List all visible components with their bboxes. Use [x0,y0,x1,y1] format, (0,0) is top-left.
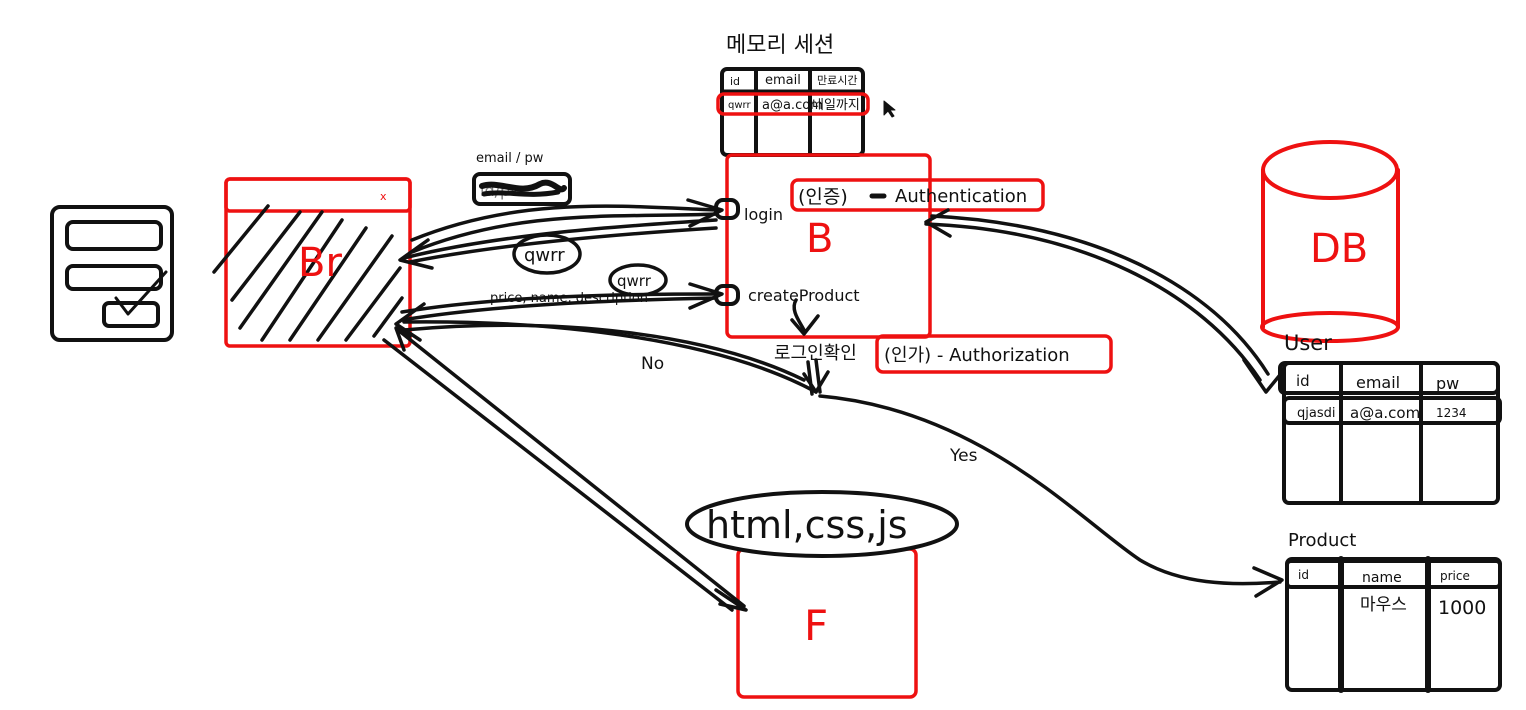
login-endpoint: login [744,205,783,224]
arrow-browser-to-create [400,282,724,322]
token-text-2: qwrr [617,272,652,290]
product-header-price: price [1440,569,1470,583]
authentication-korean: (인증) [798,186,848,208]
product-cell-name: 마우스 [1360,595,1407,615]
session-header-expiry: 만료시간 [817,74,857,87]
login-check-label: 로그인확인 [774,343,857,364]
frontend-box [685,490,959,699]
login-request-label: email / pw [476,151,544,166]
backend-box [714,153,1045,339]
user-header-pw: pw [1436,374,1459,393]
yes-label: Yes [949,446,978,466]
product-request-label: price, name, description [490,291,648,306]
product-cell-price: 1000 [1438,597,1486,619]
backend-label: B [806,216,833,262]
frontend-label: F [804,601,828,650]
browser-window [212,177,412,348]
product-table [1285,556,1502,693]
arrow-login-to-browser [398,218,718,270]
user-header-email: email [1356,373,1400,392]
arrow-backend-user [924,208,1286,394]
cursor-icon [883,100,896,118]
user-cell-id: qjasdi [1297,406,1335,421]
login-form-sketch [50,205,174,342]
browser-label: Br [298,240,342,286]
authorization-label: (인가) - Authorization [884,345,1070,366]
hatch-shading [212,204,404,342]
user-cell-pw: 1234 [1436,406,1467,420]
browser-close: x [380,190,387,203]
session-cell-id: qwrr [728,100,751,111]
arrow-browser-frontend [382,326,748,612]
user-table [1278,361,1502,505]
session-header-email: email [765,73,801,88]
authentication-english: Authentication [895,186,1027,207]
session-cell-email: a@a.com [762,98,823,113]
db-cylinder [1260,140,1400,343]
arrow-yes-to-product [818,394,1284,598]
user-header-id: id [1296,372,1310,390]
arrow-browser-to-login [410,198,724,254]
credentials-scribble: id/pw [480,181,523,200]
user-table-title: User [1284,331,1332,355]
product-header-name: name [1362,570,1402,586]
no-label: No [641,354,664,374]
db-label: DB [1310,226,1368,272]
session-header-id: id [730,75,740,88]
create-product-endpoint: createProduct [748,286,860,305]
arrow-create-to-check [790,298,820,336]
frontend-tech: html,css,js [706,503,908,547]
credentials-box [472,172,572,206]
token-text-1: qwrr [524,245,565,266]
session-title: 메모리 세션 [726,33,834,58]
product-header-id: id [1298,568,1309,582]
user-cell-email: a@a.com [1350,404,1420,422]
authorization-badge [875,334,1113,374]
arrow-no-to-browser [394,302,818,394]
session-cell-expiry: 내일까지 [812,98,860,113]
product-table-title: Product [1288,530,1356,551]
